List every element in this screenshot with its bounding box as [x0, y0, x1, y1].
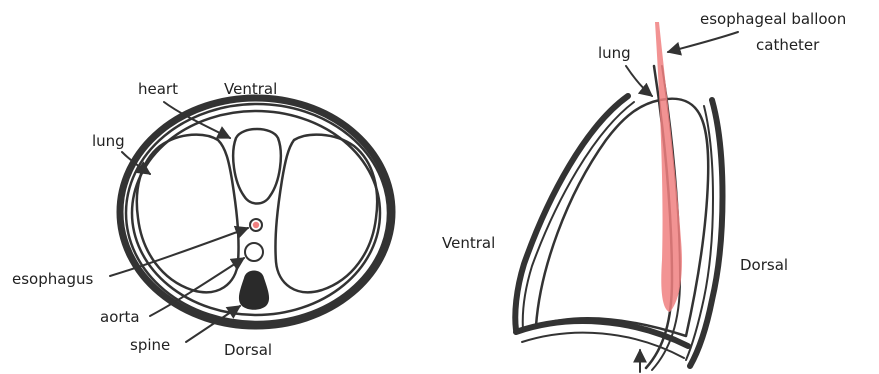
ventral-label-sagittal: Ventral	[442, 234, 495, 252]
ventral-label-cross: Ventral	[224, 80, 277, 98]
sagittal-lung-outline	[536, 99, 708, 336]
heart-outline	[233, 129, 281, 204]
sagittal-diagram: esophageal balloon catheter lung Ventral…	[442, 10, 846, 372]
dorsal-label-sagittal: Dorsal	[740, 256, 788, 274]
esophagus-label: esophagus	[12, 270, 93, 288]
aorta-arrow	[150, 258, 244, 316]
catheter-label-line1: esophageal balloon	[700, 10, 846, 28]
spine-label: spine	[130, 336, 170, 354]
lung-arrow-sagittal	[626, 66, 652, 96]
lung-label-sagittal: lung	[598, 44, 631, 62]
esophageal-balloon	[655, 22, 682, 312]
aorta-label: aorta	[100, 308, 140, 326]
spine-shape	[239, 271, 269, 310]
catheter-arrow	[668, 32, 738, 52]
cross-section-diagram: heart Ventral lung esophagus aorta spine…	[12, 80, 392, 359]
esophageal-balloon-dot	[253, 222, 259, 228]
dorsal-label-cross: Dorsal	[224, 341, 272, 359]
lung-label-cross: lung	[92, 132, 125, 150]
heart-label: heart	[138, 80, 178, 98]
aorta-outline	[245, 243, 263, 261]
catheter-label-line2: catheter	[756, 36, 820, 54]
sagittal-wall-outer	[515, 96, 628, 330]
